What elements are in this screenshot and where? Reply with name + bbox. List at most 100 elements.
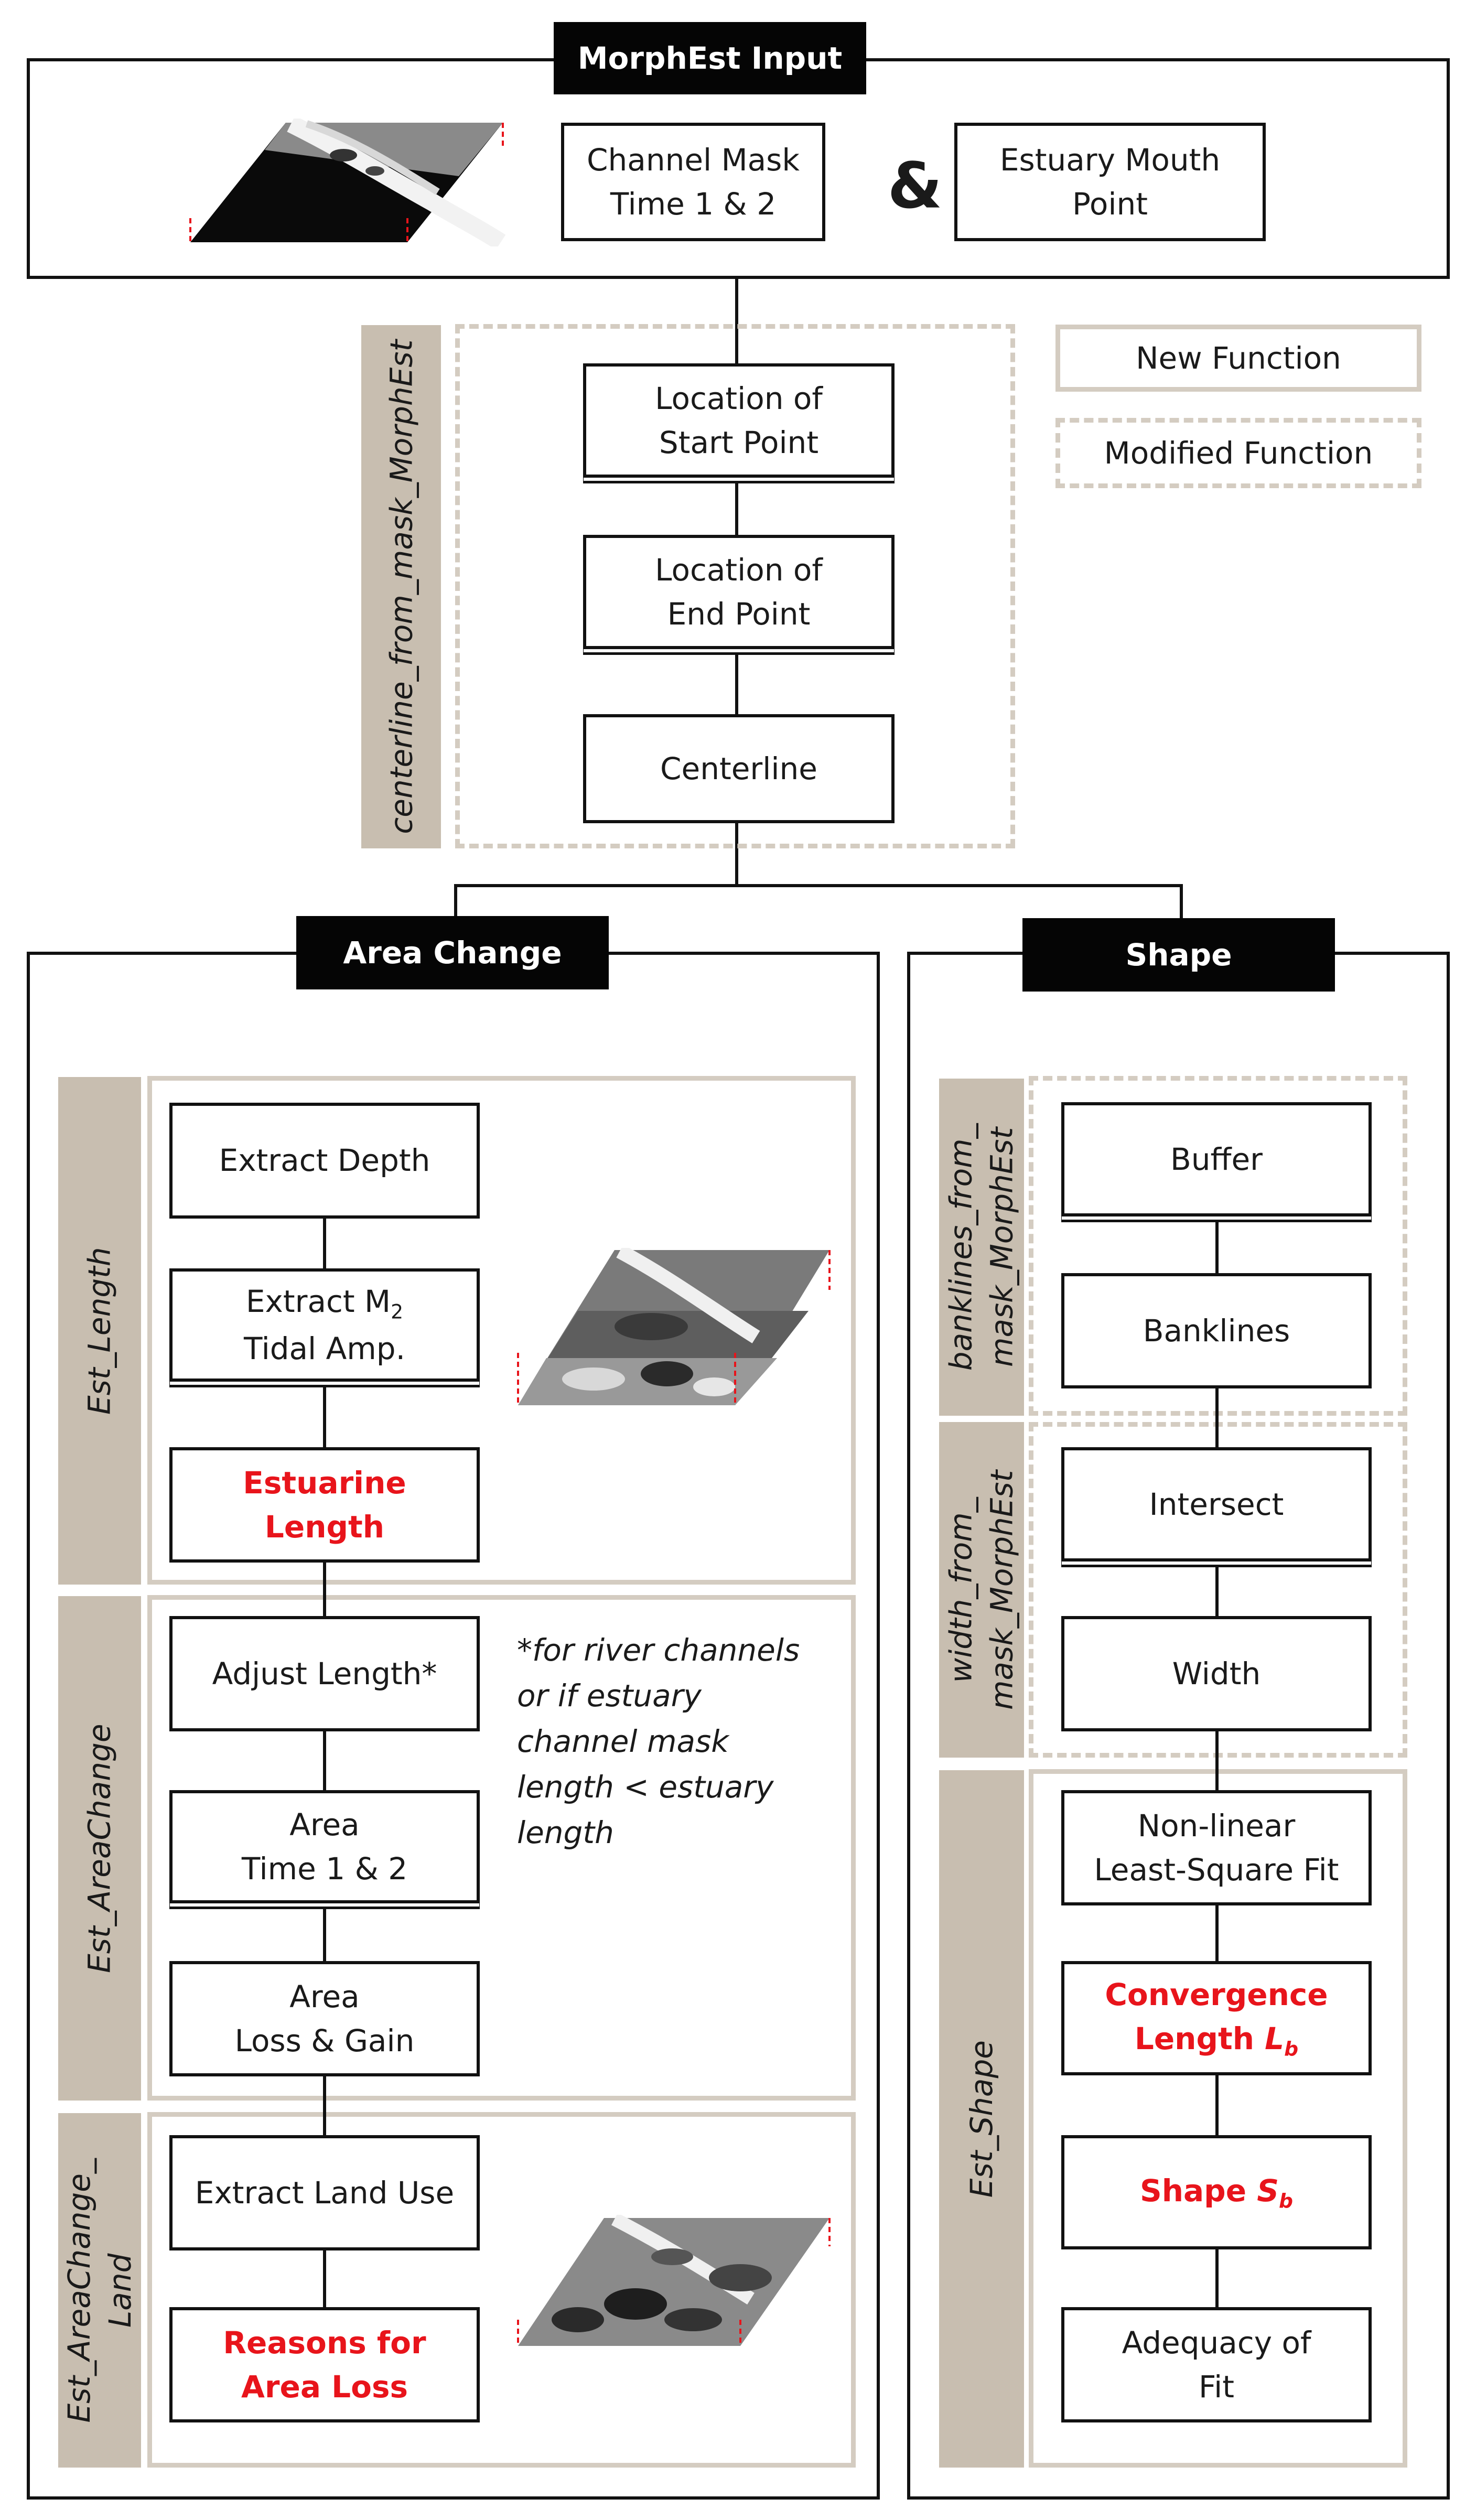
area-loss-gain-label: Area Loss & Gain [234,1978,415,2059]
area-loss-gain-box: Area Loss & Gain [169,1961,480,2076]
channel-mask-thumbnail [186,115,507,250]
land-use-thumbnail [515,2213,836,2351]
est-areachange-group [147,1595,856,2101]
buffer-label: Buffer [1170,1141,1263,1177]
estuarine-length-label: Estuarine Length [243,1464,406,1545]
centerline-group-tag: centerline_from_mask_MorphEst [361,325,441,848]
legend-new-function: New Function [1055,325,1421,392]
area-time-label: Area Time 1 & 2 [241,1806,408,1887]
shape-title: Shape [1022,918,1335,992]
connector-length-adjust [323,1563,326,1618]
adjust-length-label: Adjust Length* [212,1655,437,1692]
shape-sb-symbol: S [1257,2173,1279,2209]
legend-new-function-label: New Function [1136,340,1341,376]
channel-mask-box: Channel Mask Time 1 & 2 [561,123,825,241]
reasons-area-loss-label: Reasons for Area Loss [223,2324,426,2405]
width-group-label: width_from_ mask_MorphEst [943,1470,1020,1710]
extract-m2-suffix: Tidal Amp. [243,1330,406,1366]
connector-split-horizontal [454,884,1183,887]
connector-split-right [1180,884,1183,921]
shape-sb-subscript: b [1279,2189,1293,2213]
connector-landuse-reasons [323,2248,326,2309]
extract-land-use-label: Extract Land Use [195,2174,455,2211]
est-areachange-label: Est_AreaChange [81,1724,117,1973]
connector-centerline-split [735,822,738,887]
convergence-length-subscript: b [1284,2038,1299,2061]
est-areachange-land-tag: Est_AreaChange_ Land [58,2113,141,2468]
width-box: Width [1061,1616,1372,1731]
connector-buffer-banklines [1215,1216,1219,1274]
est-areachange-tag: Est_AreaChange [58,1596,141,2101]
legend-modified-function-label: Modified Function [1104,435,1373,471]
connector-intersect-width [1215,1559,1219,1619]
banklines-group-tag: banklines_from_ mask_MorphEst [939,1079,1024,1416]
convergence-length-label: Convergence Length Lb [1105,1973,1328,2063]
extract-depth-box: Extract Depth [169,1103,480,1219]
connector-fit-convergence [1215,1904,1219,1963]
intersect-box: Intersect [1061,1447,1372,1561]
extract-m2-line1: Extract M2 [246,1279,403,1326]
shape-sb-box: Shape Sb [1061,2135,1372,2249]
start-point-box: Location of Start Point [583,363,895,478]
estuary-mouth-label: Estuary Mouth Point [999,142,1221,222]
connector-shape-adequacy [1215,2248,1219,2309]
ampersand: & [887,149,943,223]
end-point-label: Location of End Point [655,552,823,632]
estuary-mouth-box: Estuary Mouth Point [954,123,1266,241]
banklines-box: Banklines [1061,1273,1372,1388]
end-point-box: Location of End Point [583,535,895,649]
extract-depth-label: Extract Depth [219,1143,430,1179]
reasons-area-loss-box: Reasons for Area Loss [169,2307,480,2422]
est-length-tag: Est_Length [58,1077,141,1585]
adjust-length-note: *for river channels or if estuary channe… [517,1632,800,1850]
extract-m2-prefix: Extract M [245,1284,391,1320]
connector-depth-m2 [323,1216,326,1270]
extract-land-use-box: Extract Land Use [169,2135,480,2250]
depth-tidal-thumbnail [515,1244,836,1416]
adjust-length-box: Adjust Length* [169,1616,480,1731]
banklines-label: Banklines [1143,1312,1290,1349]
connector-area-loss [323,1904,326,1963]
convergence-length-symbol: L [1265,2021,1285,2057]
input-title: MorphEst Input [554,22,866,94]
intersect-label: Intersect [1149,1486,1284,1522]
width-label: Width [1172,1655,1261,1692]
banklines-group-label: banklines_from_ mask_MorphEst [943,1123,1020,1371]
connector-width-fit [1215,1730,1219,1792]
shape-sb-text: Shape [1139,2173,1257,2209]
area-time-box: Area Time 1 & 2 [169,1790,480,1903]
connector-convergence-shape [1215,2074,1219,2135]
width-group-tag: width_from_ mask_MorphEst [939,1422,1024,1758]
least-square-fit-label: Non-linear Least-Square Fit [1094,1807,1339,1888]
centerline-box: Centerline [583,714,895,823]
extract-m2-subscript: 2 [391,1300,404,1323]
connector-m2-length [323,1382,326,1448]
est-length-label: Est_Length [81,1247,117,1415]
connector-adjust-area [323,1730,326,1792]
connector-start-end [735,477,738,536]
centerline-label: Centerline [660,750,817,787]
est-areachange-land-group [147,2112,856,2468]
channel-mask-label: Channel Mask Time 1 & 2 [587,142,800,222]
connector-input-start [735,276,738,365]
extract-m2-box: Extract M2 Tidal Amp. [169,1268,480,1382]
centerline-group-label: centerline_from_mask_MorphEst [383,339,419,834]
convergence-length-text: Convergence Length [1105,1977,1328,2057]
start-point-label: Location of Start Point [655,380,823,460]
adequacy-of-fit-box: Adequacy of Fit [1061,2307,1372,2422]
adequacy-of-fit-label: Adequacy of Fit [1122,2324,1311,2405]
connector-loss-landuse [323,2076,326,2137]
shape-sb-label: Shape Sb [1140,2169,1293,2215]
buffer-box: Buffer [1061,1102,1372,1216]
estuarine-length-box: Estuarine Length [169,1447,480,1563]
est-areachange-land-label: Est_AreaChange_ Land [61,2158,138,2423]
centerline-group [455,324,1015,848]
est-shape-tag: Est_Shape [939,1770,1024,2468]
connector-banklines-intersect [1215,1388,1219,1448]
least-square-fit-box: Non-linear Least-Square Fit [1061,1790,1372,1905]
convergence-length-box: Convergence Length Lb [1061,1961,1372,2075]
est-length-group [147,1076,856,1585]
connector-end-centerline [735,650,738,716]
area-change-title: Area Change [296,916,609,989]
est-shape-label: Est_Shape [963,2040,999,2198]
